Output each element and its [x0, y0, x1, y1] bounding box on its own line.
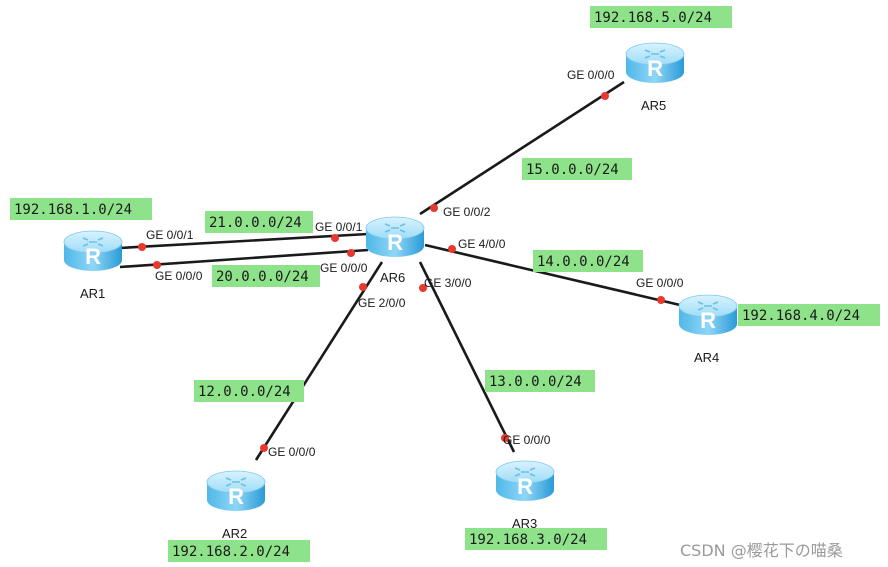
interface-label: GE 0/0/0: [636, 276, 684, 290]
port-dot: [153, 261, 161, 269]
watermark: CSDN @樱花下の喵桑: [680, 541, 843, 560]
router-ar6[interactable]: [365, 216, 425, 258]
port-dot: [419, 284, 427, 292]
router-label-ar4: AR4: [694, 350, 719, 365]
interface-label: GE 0/0/0: [155, 269, 203, 283]
port-dots: [138, 92, 665, 452]
network-label-12: 12.0.0.0/24: [194, 380, 304, 402]
port-dot: [430, 204, 438, 212]
port-dot: [331, 234, 339, 242]
network-label-20: 20.0.0.0/24: [212, 265, 320, 287]
svg-text:192.168.5.0/24: 192.168.5.0/24: [594, 10, 712, 26]
router-ar3[interactable]: [495, 460, 555, 502]
svg-text:15.0.0.0/24: 15.0.0.0/24: [526, 162, 619, 178]
interface-label: GE 0/0/0: [503, 433, 551, 447]
interface-label: GE 0/0/0: [567, 68, 615, 82]
svg-text:192.168.3.0/24: 192.168.3.0/24: [469, 532, 587, 548]
interface-label: GE 0/0/1: [146, 228, 194, 242]
port-dot: [501, 434, 509, 442]
link-ar1-ar6-b[interactable]: [119, 248, 369, 269]
network-label-21: 21.0.0.0/24: [205, 211, 313, 233]
router-ar5[interactable]: [625, 42, 685, 84]
svg-text:192.168.4.0/24: 192.168.4.0/24: [742, 308, 860, 324]
port-dot: [138, 243, 146, 251]
network-label-14: 14.0.0.0/24: [533, 250, 643, 272]
network-label-15: 15.0.0.0/24: [522, 158, 632, 180]
interface-label: GE 0/0/2: [443, 205, 491, 219]
links: [119, 80, 681, 461]
router-label-ar2: AR2: [222, 526, 247, 541]
router-label-ar1: AR1: [80, 286, 105, 301]
router-label-ar5: AR5: [641, 98, 666, 113]
lan-label-ar5: 192.168.5.0/24: [590, 6, 732, 28]
port-dot: [347, 249, 355, 257]
svg-text:13.0.0.0/24: 13.0.0.0/24: [489, 374, 582, 390]
link-ar2-ar6[interactable]: [254, 261, 384, 461]
lan-label-ar3: 192.168.3.0/24: [465, 528, 607, 550]
port-dot: [448, 245, 456, 253]
svg-text:192.168.1.0/24: 192.168.1.0/24: [14, 202, 132, 218]
port-dot: [601, 92, 609, 100]
link-ar4-ar6[interactable]: [424, 243, 681, 307]
interface-label: GE 3/0/0: [424, 276, 472, 290]
svg-text:21.0.0.0/24: 21.0.0.0/24: [209, 215, 302, 231]
lan-label-ar4: 192.168.4.0/24: [738, 304, 880, 326]
link-ar1-ar6-a[interactable]: [119, 232, 369, 250]
port-dot: [359, 283, 367, 291]
router-ar1[interactable]: [63, 230, 123, 272]
router-label-ar6: AR6: [380, 270, 405, 285]
svg-text:12.0.0.0/24: 12.0.0.0/24: [198, 384, 291, 400]
interface-label: GE 2/0/0: [358, 296, 406, 310]
lan-label-ar2: 192.168.2.0/24: [168, 540, 310, 562]
router-label-ar3: AR3: [512, 516, 537, 531]
network-label-13: 13.0.0.0/24: [485, 370, 595, 392]
port-dot: [260, 444, 268, 452]
interface-label: GE 0/0/0: [320, 261, 368, 275]
port-dot: [657, 296, 665, 304]
link-ar5-ar6[interactable]: [419, 80, 625, 216]
interface-label: GE 4/0/0: [458, 237, 506, 251]
router-ar2[interactable]: [206, 470, 266, 512]
router-ar4[interactable]: [678, 294, 738, 336]
svg-text:192.168.2.0/24: 192.168.2.0/24: [172, 544, 290, 560]
interface-label: GE 0/0/0: [268, 445, 316, 459]
svg-text:20.0.0.0/24: 20.0.0.0/24: [216, 269, 309, 285]
interface-label: GE 0/0/1: [315, 220, 363, 234]
lan-label-ar1: 192.168.1.0/24: [10, 198, 152, 220]
link-ar3-ar6[interactable]: [418, 261, 516, 453]
svg-text:14.0.0.0/24: 14.0.0.0/24: [537, 254, 630, 270]
